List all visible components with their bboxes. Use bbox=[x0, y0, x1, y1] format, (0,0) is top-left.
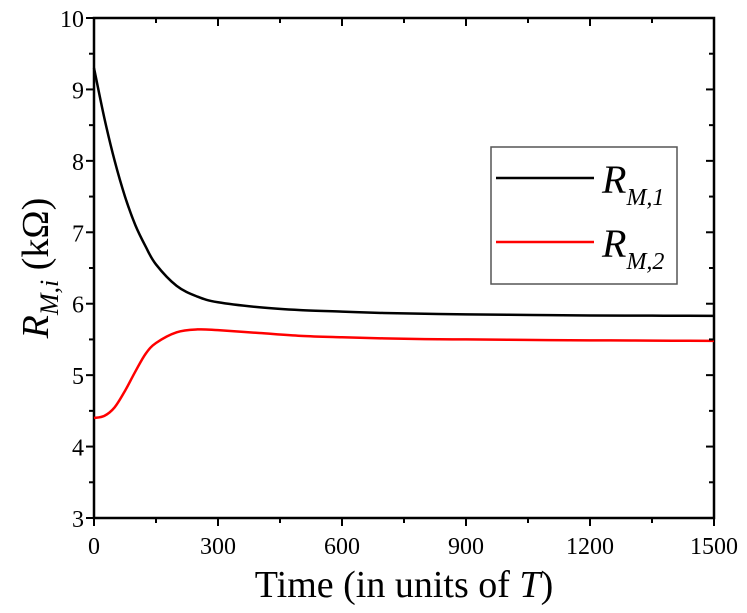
legend-label-rm2: RM,2 bbox=[601, 221, 664, 275]
legend-label-rm1: RM,1 bbox=[601, 157, 664, 211]
tick-labels: 0 300 600 900 1200 1500 3 4 5 6 7 8 9 10 bbox=[60, 7, 738, 560]
legend: RM,1 RM,2 bbox=[490, 146, 678, 285]
y-tick-label: 5 bbox=[72, 364, 84, 390]
x-tick-label: 300 bbox=[200, 534, 236, 560]
legend-item-rm2: RM,2 bbox=[496, 221, 664, 275]
y-tick-label: 9 bbox=[72, 78, 84, 104]
ticks-layer bbox=[86, 17, 715, 526]
series-layer bbox=[92, 67, 715, 420]
y-tick-label: 10 bbox=[60, 7, 84, 33]
legend-box bbox=[490, 146, 678, 285]
y-tick-label: 3 bbox=[72, 507, 84, 533]
y-tick-label: 7 bbox=[72, 221, 84, 247]
series-line-1 bbox=[92, 67, 715, 318]
y-axis-title: RM,i (kΩ) bbox=[15, 198, 64, 340]
series-line-2 bbox=[93, 328, 715, 420]
x-tick-label: 1500 bbox=[690, 534, 738, 560]
x-axis-title: Time (in units of T) bbox=[255, 564, 553, 606]
x-tick-label: 0 bbox=[88, 534, 100, 560]
x-tick-label: 1200 bbox=[566, 534, 614, 560]
y-tick-label: 6 bbox=[72, 293, 84, 319]
y-tick-label: 8 bbox=[72, 150, 84, 176]
legend-item-rm1: RM,1 bbox=[496, 157, 664, 211]
x-tick-label: 900 bbox=[448, 534, 484, 560]
x-tick-label: 600 bbox=[324, 534, 360, 560]
y-tick-label: 4 bbox=[72, 436, 84, 462]
